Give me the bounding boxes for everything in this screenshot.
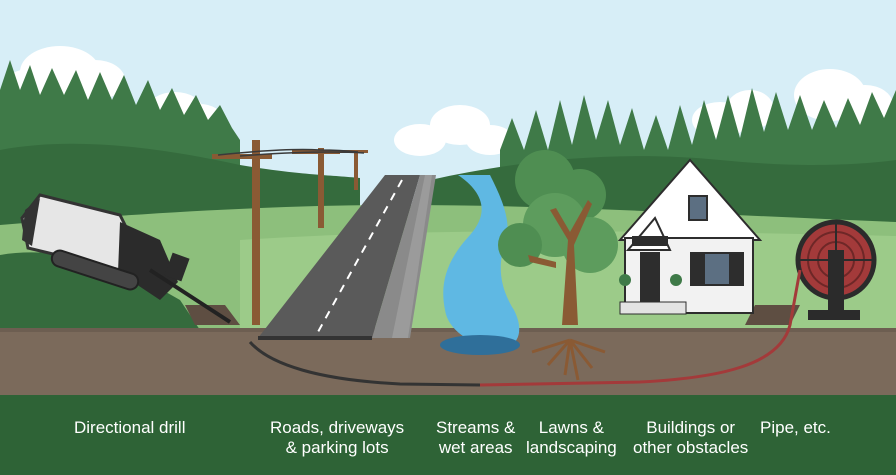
caption-line: wet areas	[438, 438, 513, 457]
caption-line: Roads, driveways	[270, 418, 405, 437]
caption-line: Streams &	[436, 418, 516, 437]
drill-hill	[0, 252, 200, 330]
caption-line: landscaping	[526, 438, 617, 457]
caption-line: Lawns &	[538, 418, 604, 437]
caption-pipe: Pipe, etc.	[760, 418, 831, 438]
stream	[440, 175, 520, 355]
caption-line: Directional drill	[74, 418, 186, 437]
caption-line: Buildings or	[646, 418, 736, 437]
pipe-reel-icon	[795, 219, 877, 320]
caption-line: other obstacles	[633, 438, 749, 457]
drill-rig-icon	[20, 193, 232, 324]
exit-pit	[745, 305, 800, 325]
caption-lawns: Lawns & landscaping	[526, 418, 617, 458]
ground-top-edge	[0, 328, 896, 332]
caption-line: Pipe, etc.	[760, 418, 831, 437]
tree-icon	[498, 150, 618, 381]
caption-directional-drill: Directional drill	[74, 418, 185, 438]
caption-streams: Streams & wet areas	[436, 418, 515, 458]
caption-line: & parking lots	[285, 438, 389, 457]
utility-pole-icon	[212, 140, 368, 325]
road	[258, 175, 436, 340]
house-icon	[617, 158, 763, 315]
caption-buildings: Buildings or other obstacles	[633, 418, 748, 458]
caption-bar	[0, 395, 896, 475]
bore-path-pipe	[479, 269, 802, 387]
caption-roads: Roads, driveways & parking lots	[270, 418, 404, 458]
bore-path-drilled	[248, 341, 481, 387]
